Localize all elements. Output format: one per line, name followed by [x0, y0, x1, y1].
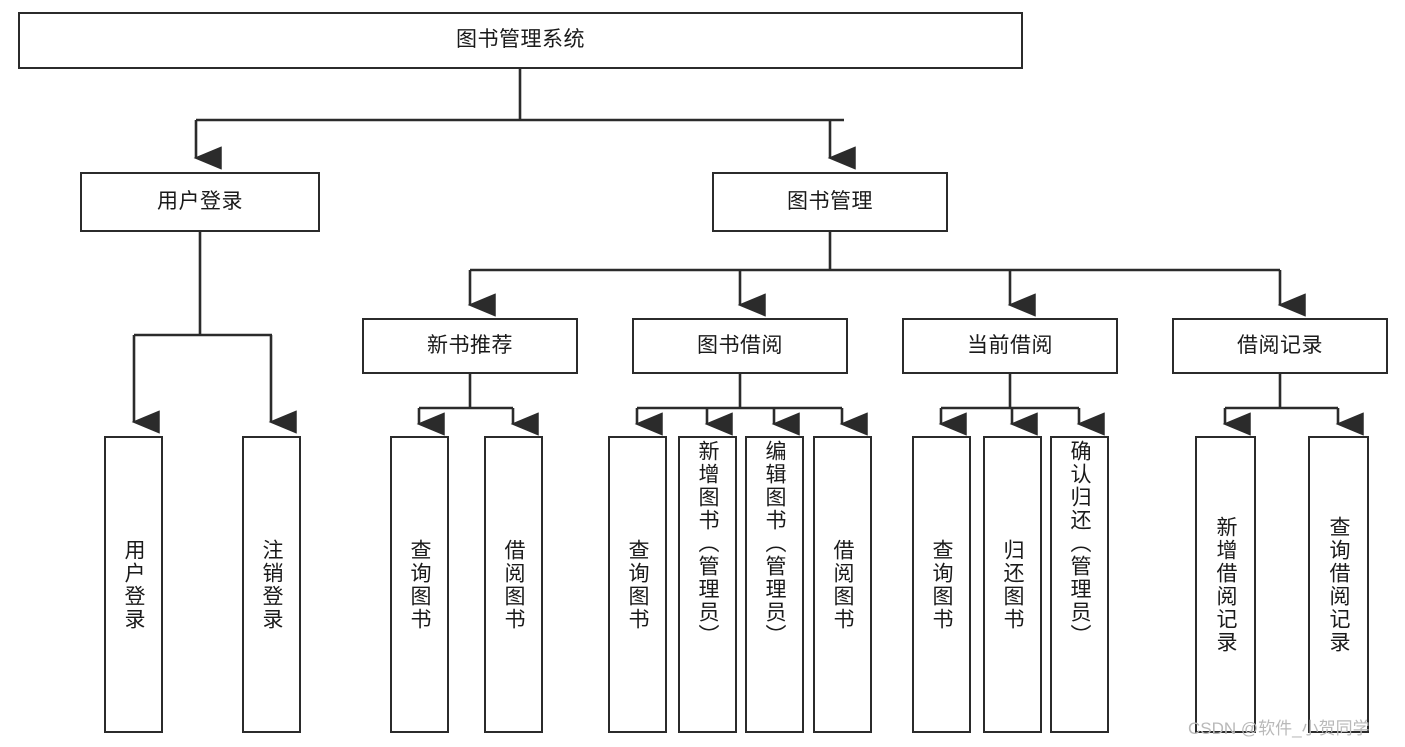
node-new-book-recommend[interactable]: 新书推荐: [362, 318, 578, 374]
leaf-node-label: 编辑图书（管理员）: [763, 440, 786, 647]
leaf-node[interactable]: 查询图书: [608, 436, 667, 733]
leaf-node-label: 注销登录: [260, 538, 283, 631]
node-root-system[interactable]: 图书管理系统: [18, 12, 1023, 69]
node-book-management-label: 图书管理: [787, 189, 873, 213]
leaf-node-label: 查询图书: [930, 538, 953, 631]
leaf-node[interactable]: 新增借阅记录: [1195, 436, 1256, 733]
leaf-node[interactable]: 查询图书: [912, 436, 971, 733]
node-book-borrow-label: 图书借阅: [697, 333, 783, 357]
node-root-label: 图书管理系统: [456, 28, 585, 52]
leaf-node[interactable]: 借阅图书: [813, 436, 872, 733]
leaf-node-label: 新增图书（管理员）: [696, 440, 719, 647]
leaf-node[interactable]: 用户登录: [104, 436, 163, 733]
leaf-node[interactable]: 归还图书: [983, 436, 1042, 733]
leaf-node-label: 新增借阅记录: [1214, 515, 1237, 654]
node-new-book-recommend-label: 新书推荐: [427, 333, 513, 357]
node-book-management[interactable]: 图书管理: [712, 172, 948, 232]
leaf-node-label: 归还图书: [1001, 538, 1024, 631]
leaf-node[interactable]: 查询图书: [390, 436, 449, 733]
leaf-node[interactable]: 查询借阅记录: [1308, 436, 1369, 733]
leaf-node-label: 用户登录: [122, 538, 145, 631]
node-book-borrow[interactable]: 图书借阅: [632, 318, 848, 374]
leaf-node[interactable]: 新增图书（管理员）: [678, 436, 737, 733]
leaf-node-label: 查询图书: [626, 538, 649, 631]
node-user-login[interactable]: 用户登录: [80, 172, 320, 232]
csdn-watermark: CSDN @软件_小贺同学: [1188, 719, 1370, 738]
node-borrow-record[interactable]: 借阅记录: [1172, 318, 1388, 374]
leaf-node[interactable]: 编辑图书（管理员）: [745, 436, 804, 733]
leaf-node-label: 借阅图书: [502, 538, 525, 631]
node-current-borrow-label: 当前借阅: [967, 333, 1053, 357]
leaf-node[interactable]: 注销登录: [242, 436, 301, 733]
leaf-node-label: 查询图书: [408, 538, 431, 631]
leaf-node-label: 借阅图书: [831, 538, 854, 631]
node-current-borrow[interactable]: 当前借阅: [902, 318, 1118, 374]
leaf-node-label: 确认归还（管理员）: [1068, 440, 1091, 647]
node-user-login-label: 用户登录: [157, 189, 243, 213]
leaf-node[interactable]: 借阅图书: [484, 436, 543, 733]
node-borrow-record-label: 借阅记录: [1237, 333, 1323, 357]
leaf-node[interactable]: 确认归还（管理员）: [1050, 436, 1109, 733]
leaf-node-label: 查询借阅记录: [1327, 515, 1350, 654]
